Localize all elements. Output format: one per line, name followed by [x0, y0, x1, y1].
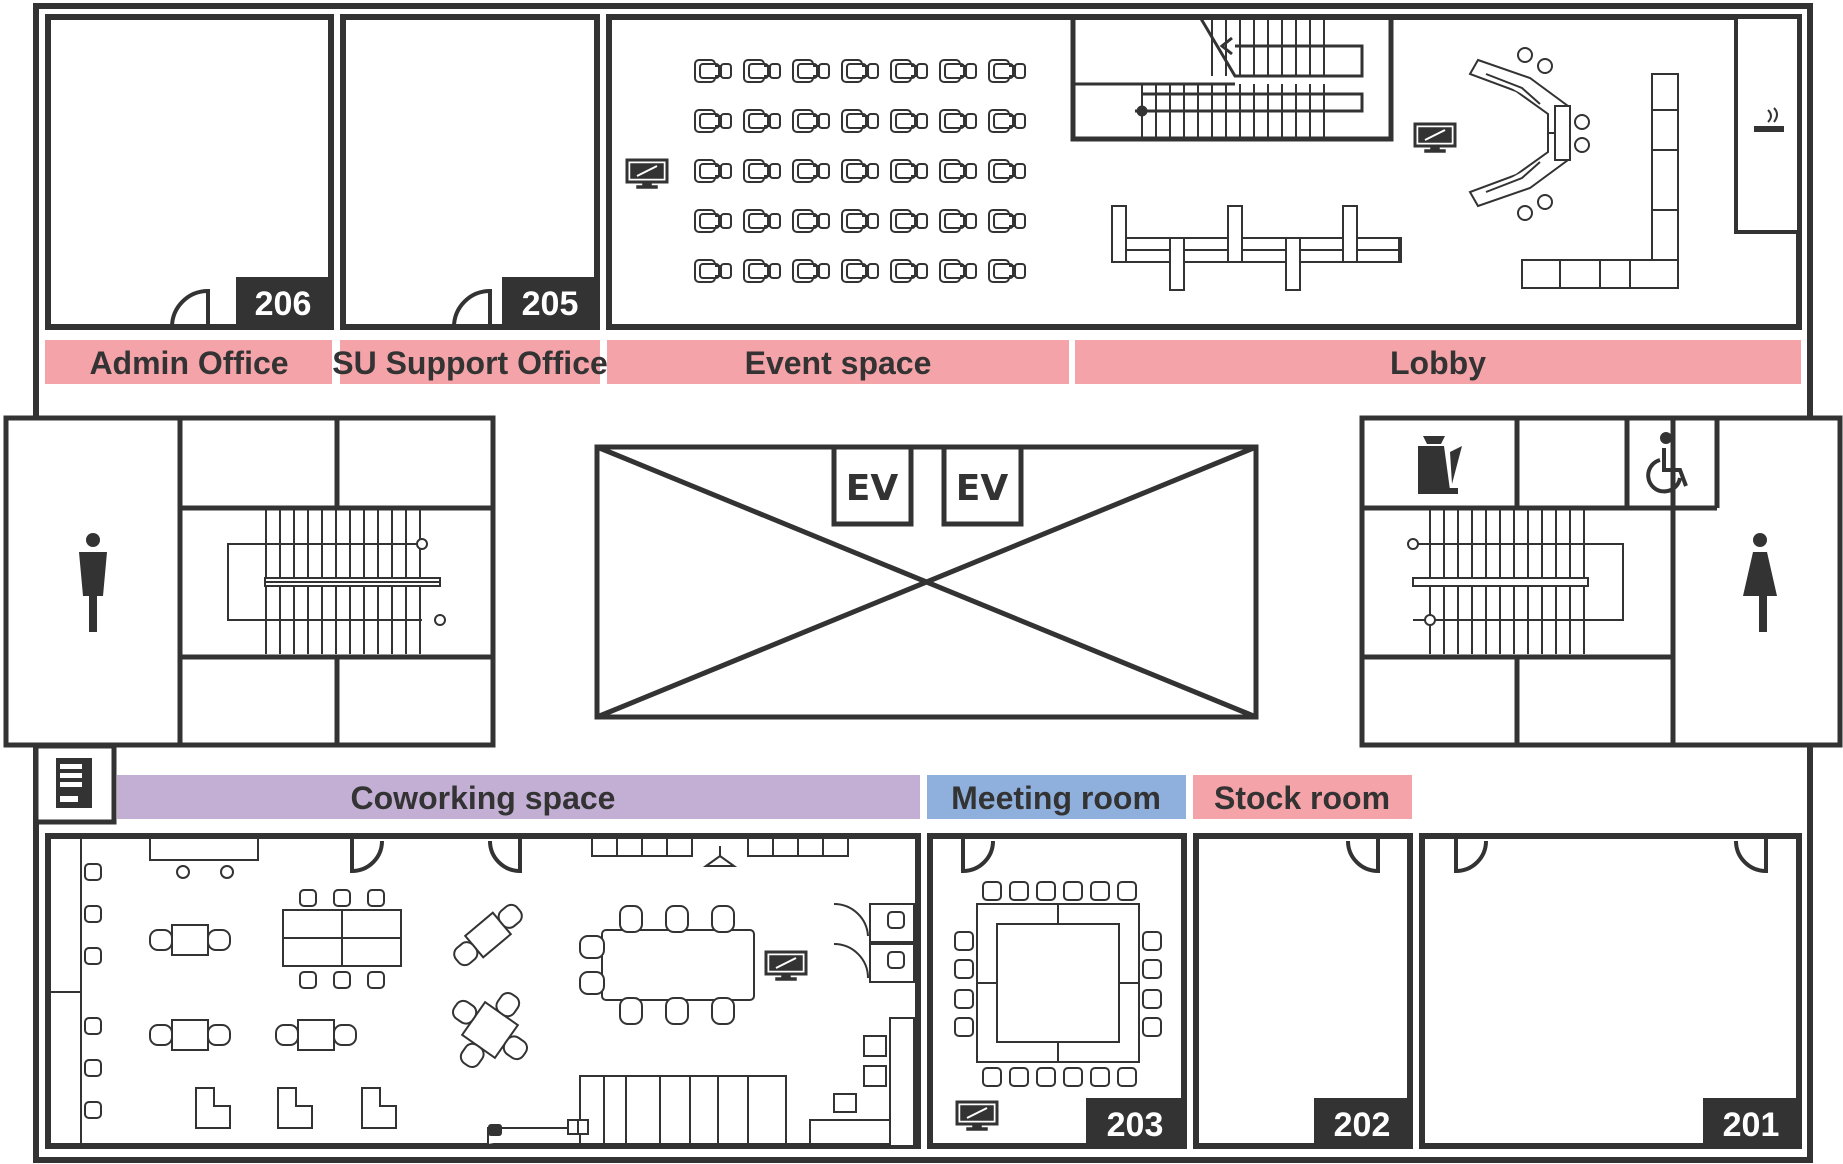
- label-lobby: Lobby: [1075, 340, 1801, 384]
- smoking-area[interactable]: [1734, 15, 1801, 234]
- room-number-205: 205: [522, 285, 579, 323]
- building-outline: [33, 3, 1813, 1163]
- wheelchair-icon: [1646, 432, 1688, 494]
- svg-text:EV: EV: [956, 468, 1009, 509]
- svg-text:Event space: Event space: [745, 345, 932, 381]
- smoking-icon: [1754, 107, 1784, 132]
- room-number-203: 203: [1107, 1106, 1164, 1144]
- vending-machine[interactable]: [33, 743, 117, 825]
- svg-text:Stock room: Stock room: [1214, 780, 1390, 816]
- svg-text:EV: EV: [846, 468, 899, 509]
- woman-icon: [1743, 533, 1777, 632]
- coworking-furniture: [84, 837, 915, 1147]
- lobby-l-sofa: [1521, 73, 1679, 289]
- lobby-benches: [1111, 205, 1402, 291]
- label-su-support-office: SU Support Office: [332, 340, 608, 384]
- coffee-icon: [488, 1124, 502, 1136]
- room-205[interactable]: 205: [340, 14, 600, 330]
- label-stock-room: Stock room: [1193, 775, 1412, 819]
- svg-text:Lobby: Lobby: [1390, 345, 1486, 381]
- stock-room-202[interactable]: 202: [1193, 833, 1413, 1149]
- man-icon: [79, 533, 107, 632]
- svg-text:Meeting room: Meeting room: [951, 780, 1161, 816]
- lobby-sofa: [1468, 47, 1590, 221]
- room-number-201: 201: [1723, 1106, 1780, 1144]
- stairs-top: [1070, 14, 1394, 142]
- central-void: [594, 444, 1259, 720]
- label-event-space: Event space: [607, 340, 1069, 384]
- svg-text:SU Support Office: SU Support Office: [332, 345, 608, 381]
- label-meeting-room: Meeting room: [927, 775, 1186, 819]
- svg-text:Coworking space: Coworking space: [351, 780, 616, 816]
- book-icon: [567, 1119, 589, 1135]
- vending-machine-icon: [56, 758, 92, 808]
- room-number-202: 202: [1334, 1106, 1391, 1144]
- meeting-table: [954, 881, 1162, 1087]
- label-coworking-space: Coworking space: [117, 775, 920, 819]
- room-number-206: 206: [255, 285, 312, 323]
- elevator-2[interactable]: EV: [941, 444, 1024, 527]
- kettle-icon: [1418, 436, 1462, 494]
- room-206[interactable]: 206: [45, 14, 334, 330]
- stairs-left: [227, 508, 446, 654]
- stairs-right: [1407, 508, 1624, 654]
- elevator-1[interactable]: EV: [831, 444, 914, 527]
- label-admin-office: Admin Office: [45, 340, 332, 384]
- room-201[interactable]: 201: [1419, 833, 1802, 1149]
- coworking-room[interactable]: [45, 833, 921, 1149]
- svg-text:Admin Office: Admin Office: [89, 345, 288, 381]
